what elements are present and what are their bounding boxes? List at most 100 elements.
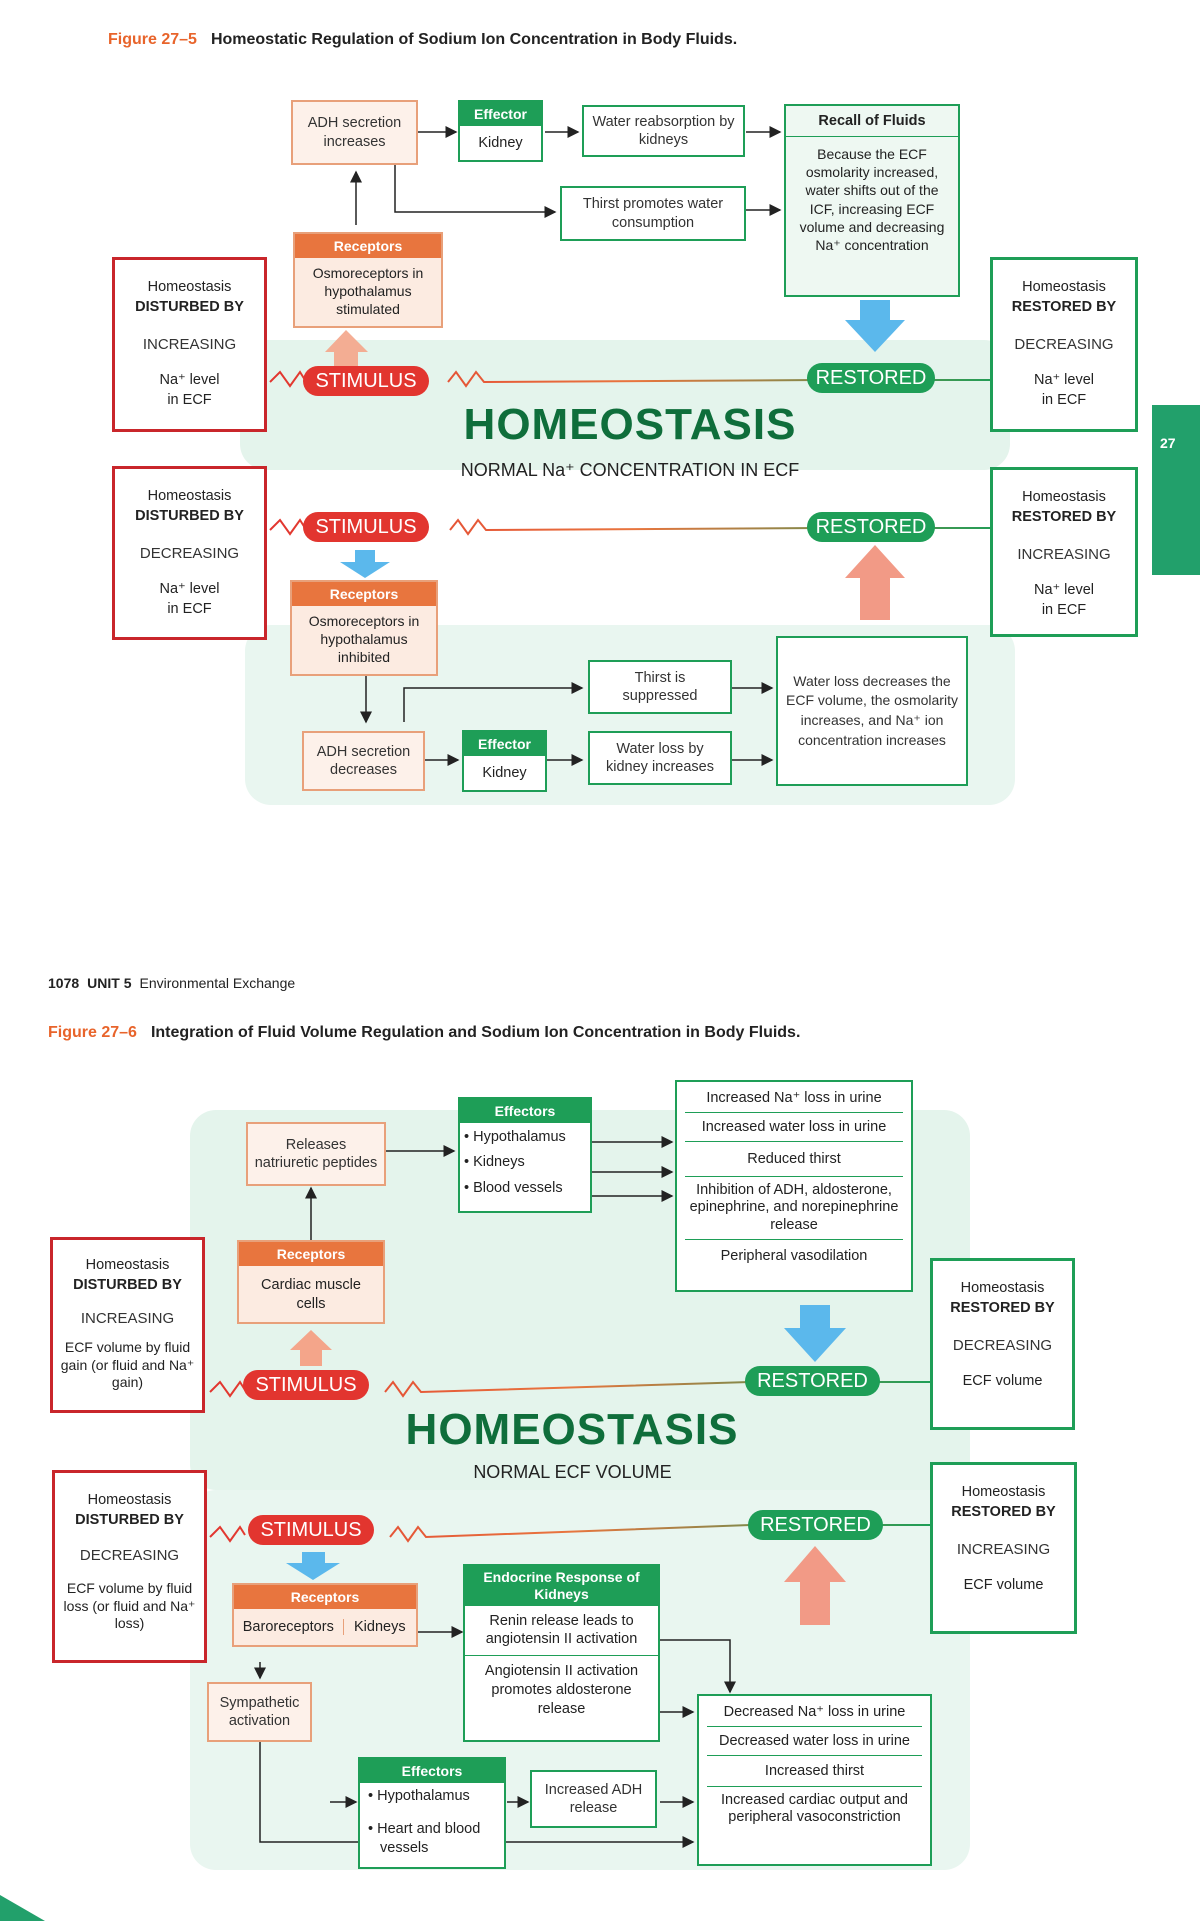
outcome-item: Reduced thirst — [685, 1142, 903, 1177]
disturbed-line3: ECF volume by fluid gain (or fluid and N… — [60, 1339, 195, 1391]
thirst-suppressed-text: Thirst is suppressed — [622, 669, 698, 704]
restored-line3: ECF volume — [963, 1577, 1044, 1594]
cardiac-text: Cardiac muscle cells — [261, 1277, 361, 1312]
direction-decreasing: DECREASING — [79, 1547, 180, 1565]
stimulus-pill-upper-2: STIMULUS — [243, 1370, 369, 1400]
water-reabsorption-text: Water reabsorption by kidneys — [592, 113, 735, 148]
outcome-item: Increased water loss in urine — [685, 1113, 903, 1142]
restored-line2: RESTORED BY — [950, 1299, 1055, 1316]
adh-decreases-text: ADH secretion decreases — [316, 743, 411, 778]
receptor-types-row: Baroreceptors Kidneys — [234, 1609, 416, 1645]
pink-up-arrow-lower — [845, 545, 905, 620]
blue-down-arrow-upper — [845, 300, 905, 352]
chapter-tab-number: 27 — [1160, 435, 1176, 451]
sympathetic-activation-box: Sympathetic activation — [207, 1682, 312, 1742]
water-loss-kidney-text: Water loss by kidney increases — [606, 740, 714, 775]
recall-header: Recall of Fluids — [786, 106, 958, 137]
effector-kidney-box-lower: Effector Kidney — [462, 730, 547, 792]
receptors-cardiac-box: Receptors Cardiac muscle cells — [237, 1240, 385, 1324]
outcome-item: Increased thirst — [707, 1756, 922, 1787]
figure-number: Figure 27–6 — [48, 1024, 137, 1041]
figure-number: Figure 27–5 — [108, 31, 197, 48]
direction-increasing: INCREASING — [1017, 546, 1111, 564]
figure-27-5-title: Figure 27–5 Homeostatic Regulation of Sod… — [108, 31, 737, 49]
disturbed-line3: Na⁺ level — [159, 372, 220, 389]
outcomes-top-box: Increased Na⁺ loss in urine Increased wa… — [675, 1080, 913, 1292]
restored-line1: Homeostasis — [1022, 489, 1106, 505]
blue-down-arrow-upper-2 — [784, 1305, 846, 1362]
water-reabsorption-box: Water reabsorption by kidneys — [582, 105, 745, 157]
normal-ecf-subtitle: NORMAL ECF VOLUME — [473, 1462, 672, 1482]
osmo-inhibited-text: Osmoreceptors in hypothalamus inhibited — [308, 613, 420, 666]
stimulus-pill-upper: STIMULUS — [303, 366, 429, 396]
disturbed-by-increasing-box: Homeostasis DISTURBED BY INCREASING Na⁺ … — [112, 257, 267, 432]
disturbed-line1: Homeostasis — [147, 488, 232, 504]
increased-adh-box: Increased ADH release — [530, 1770, 657, 1828]
disturbed-line2: DISTURBED BY — [75, 1511, 184, 1528]
restored-line3: ECF volume — [962, 1373, 1043, 1390]
releases-text: Releases natriuretic peptides — [254, 1136, 378, 1171]
homeostasis-title-2: HOMEOSTASIS — [405, 1405, 739, 1454]
effector-header: Effector — [464, 732, 545, 756]
water-loss-decreases-text: Water loss decreases the ECF volume, the… — [786, 672, 958, 748]
figure-caption: Homeostatic Regulation of Sodium Ion Con… — [210, 31, 738, 48]
section-label: Environmental Exchange — [139, 975, 296, 991]
corner-triangle — [0, 1895, 45, 1921]
releases-natriuretic-box: Releases natriuretic peptides — [246, 1122, 386, 1186]
disturbed-line1: Homeostasis — [85, 1257, 170, 1273]
direction-increasing: INCREASING — [956, 1541, 1051, 1559]
direction-decreasing: DECREASING — [952, 1337, 1053, 1355]
effectors-header: Effectors — [360, 1759, 504, 1783]
pink-up-arrow-lower-2 — [784, 1546, 846, 1625]
recall-of-fluids-box: Recall of Fluids Because the ECF osmolar… — [784, 104, 960, 297]
restored-line1: Homeostasis — [961, 1484, 1046, 1500]
restored-by-increasing-box: Homeostasis RESTORED BY INCREASING Na⁺ l… — [990, 467, 1138, 637]
blue-down-arrow-lower — [340, 550, 390, 578]
homeostasis-panel-upper — [240, 340, 1010, 470]
disturbed-line3: Na⁺ level — [159, 581, 220, 598]
restored-line1: Homeostasis — [1022, 279, 1106, 295]
receptors-baro-kidneys-box: Receptors Baroreceptors Kidneys — [232, 1583, 418, 1647]
outcomes-bottom-box: Decreased Na⁺ loss in urine Decreased wa… — [697, 1694, 932, 1866]
direction-decreasing: DECREASING — [139, 545, 240, 563]
outcome-item: Peripheral vasodilation — [720, 1248, 868, 1265]
homeostasis-title-1: HOMEOSTASIS — [463, 400, 797, 449]
page-number: 1078 — [48, 975, 80, 991]
outcome-item: Decreased Na⁺ loss in urine — [707, 1698, 922, 1727]
disturbed-line4: in ECF — [167, 600, 212, 617]
unit-label: UNIT 5 — [87, 975, 132, 991]
angiotensin-text: Angiotensin II activation promotes aldos… — [484, 1663, 639, 1717]
thirst-promotes-box: Thirst promotes water consumption — [560, 186, 746, 241]
effector-kidney-box: Effector Kidney — [458, 100, 543, 162]
restored-pill-upper-2: RESTORED — [745, 1366, 880, 1396]
effectors-box-upper: Effectors • Hypothalamus • Kidneys • Blo… — [458, 1097, 592, 1213]
effector-item: • Kidneys — [464, 1154, 525, 1171]
receptors-stimulated-box: Receptors Osmoreceptors in hypothalamus … — [293, 232, 443, 328]
restored-line1: Homeostasis — [960, 1280, 1045, 1296]
restored-line2: RESTORED BY — [951, 1503, 1056, 1520]
restored-line4: in ECF — [1041, 601, 1087, 618]
receptors-inhibited-box: Receptors Osmoreceptors in hypothalamus … — [290, 580, 438, 676]
baroreceptors-label: Baroreceptors — [234, 1619, 344, 1635]
page-header: 1078 UNIT 5 Environmental Exchange — [48, 975, 295, 991]
disturbed-line1: Homeostasis — [87, 1492, 172, 1508]
direction-increasing: INCREASING — [80, 1310, 175, 1328]
disturbed-by-increasing-box-2: Homeostasis DISTURBED BY INCREASING ECF … — [50, 1237, 205, 1413]
restored-pill-lower: RESTORED — [807, 512, 935, 542]
adh-increases-text: ADH secretion increases — [307, 115, 402, 150]
effectors-list: • Hypothalamus • Heart and blood vessels — [360, 1783, 504, 1862]
disturbed-line1: Homeostasis — [147, 279, 232, 295]
outcome-item: Increased Na⁺ loss in urine — [685, 1084, 903, 1113]
restored-line2: RESTORED BY — [1011, 298, 1117, 315]
direction-increasing: INCREASING — [142, 336, 237, 354]
endocrine-response-box: Endocrine Response of Kidneys Renin rele… — [463, 1564, 660, 1742]
effector-item: • Blood vessels — [464, 1179, 563, 1196]
increased-adh-text: Increased ADH release — [544, 1781, 643, 1816]
restored-by-decreasing-box-2: Homeostasis RESTORED BY DECREASING ECF v… — [930, 1258, 1075, 1430]
restored-pill-upper: RESTORED — [807, 363, 935, 393]
disturbed-by-decreasing-box: Homeostasis DISTURBED BY DECREASING Na⁺ … — [112, 466, 267, 640]
sympathetic-text: Sympathetic activation — [219, 1694, 300, 1729]
effector-header: Effector — [460, 102, 541, 126]
receptors-header: Receptors — [239, 1242, 383, 1266]
